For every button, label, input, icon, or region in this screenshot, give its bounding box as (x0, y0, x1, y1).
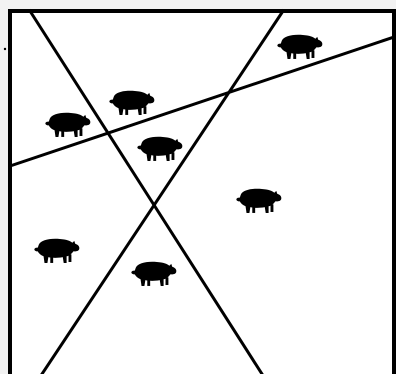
pen-border (10, 11, 394, 374)
stray-dot (4, 48, 6, 50)
